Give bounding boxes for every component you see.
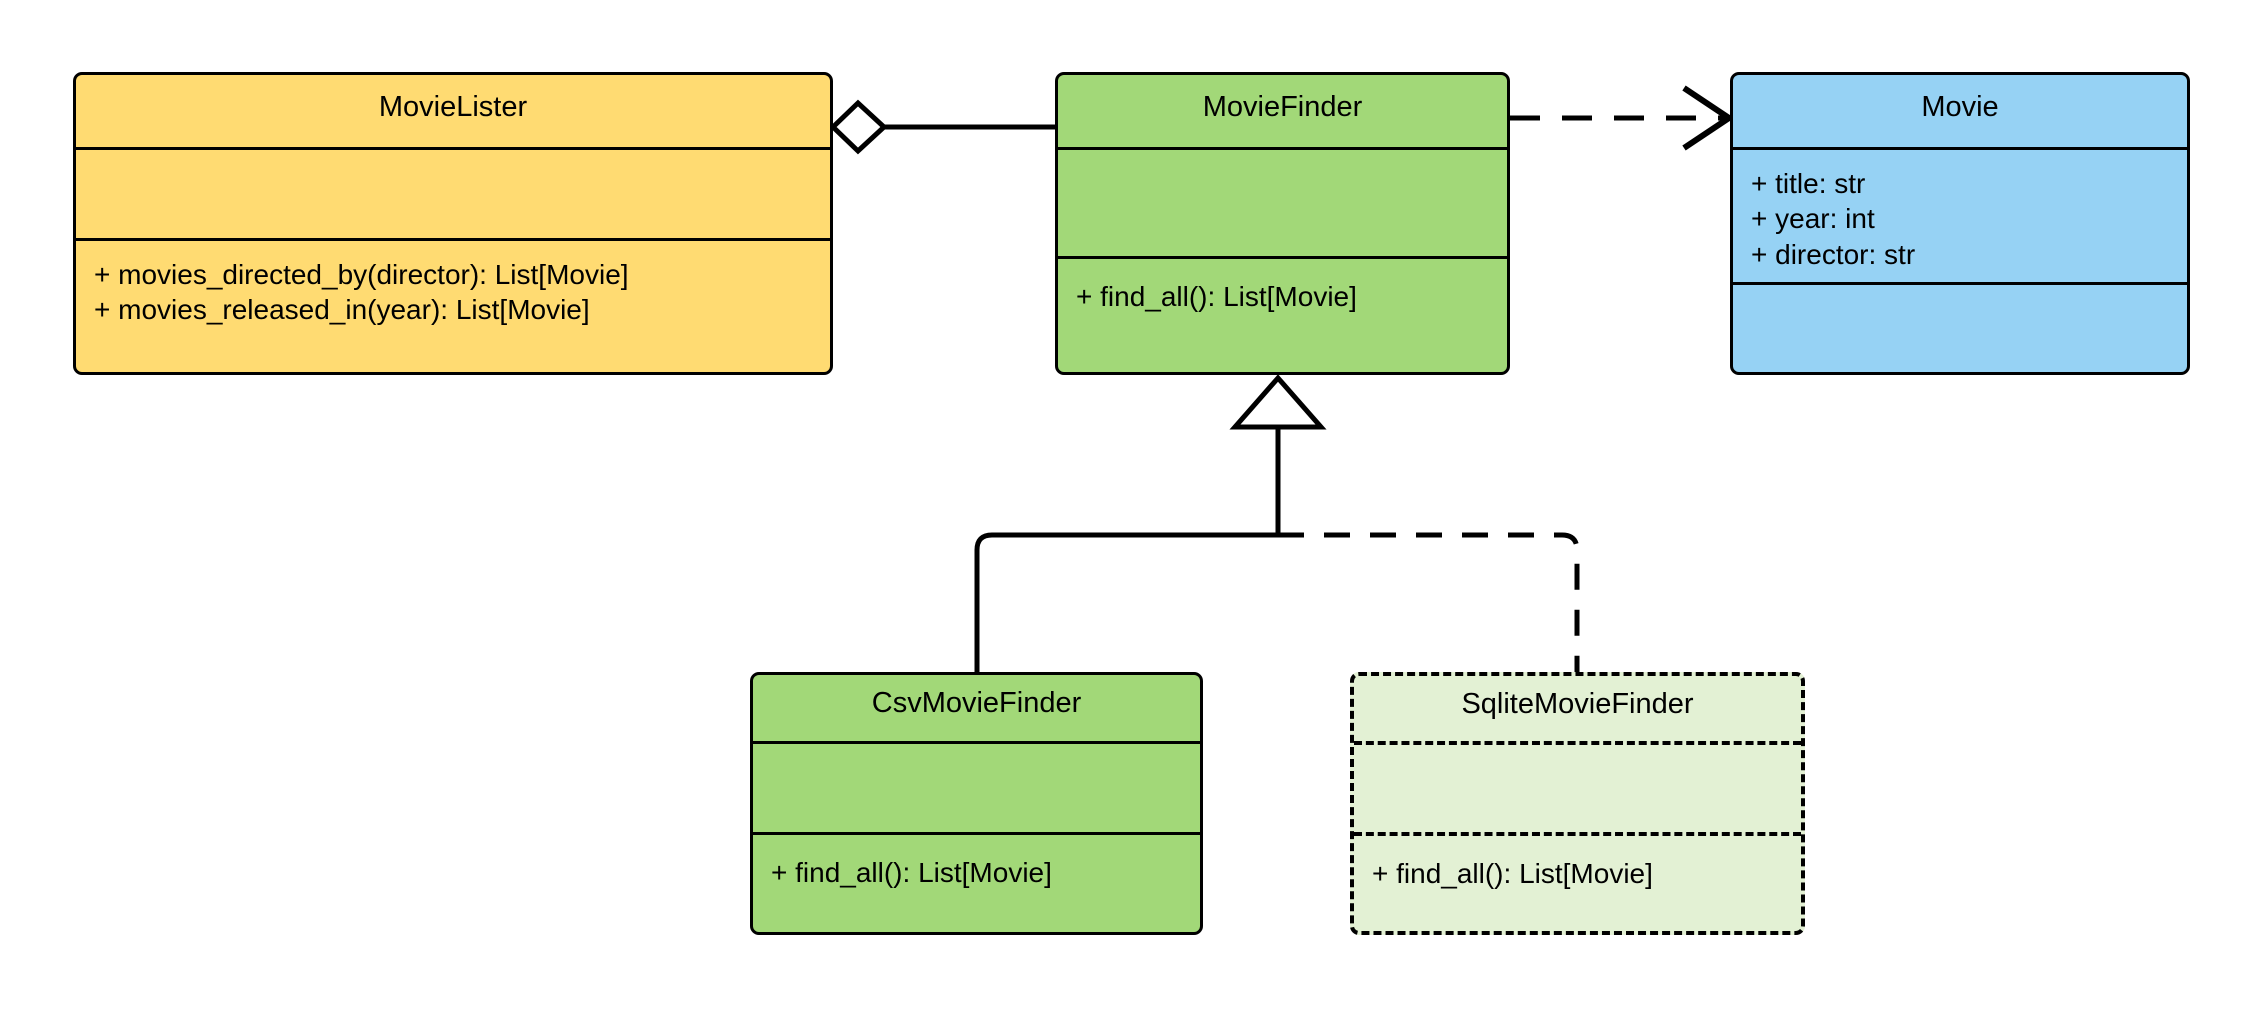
class-box-movie-lister[interactable]: MovieLister + movies_directed_by(directo… bbox=[73, 72, 833, 375]
class-box-movie[interactable]: Movie + title: str + year: int + directo… bbox=[1730, 72, 2190, 375]
method-item: + movies_released_in(year): List[Movie] bbox=[94, 294, 590, 326]
generalization-leg-sqlitemoviefinder bbox=[1278, 532, 1580, 672]
methods-compartment-movie bbox=[1733, 282, 2187, 372]
attribute-item: + director: str bbox=[1751, 238, 1916, 270]
class-box-sqlite-movie-finder[interactable]: SqliteMovieFinder + find_all(): List[Mov… bbox=[1350, 672, 1805, 935]
generalization-arrowhead-group bbox=[1229, 374, 1327, 535]
methods-compartment-movie-lister: + movies_directed_by(director): List[Mov… bbox=[76, 237, 830, 372]
class-name-sqlite-movie-finder: SqliteMovieFinder bbox=[1461, 688, 1694, 720]
aggregation-edge-movielister-moviefinder bbox=[829, 99, 1055, 155]
method-item: + find_all(): List[Movie] bbox=[1372, 857, 1653, 889]
class-name-movie: Movie bbox=[1921, 91, 1999, 123]
class-box-csv-movie-finder[interactable]: CsvMovieFinder + find_all(): List[Movie] bbox=[750, 672, 1203, 935]
attributes-compartment-csv-movie-finder bbox=[753, 740, 1200, 833]
methods-compartment-movie-finder: + find_all(): List[Movie] bbox=[1058, 256, 1507, 372]
hollow-triangle-icon bbox=[1229, 374, 1327, 430]
attributes-compartment-movie-lister bbox=[76, 146, 830, 238]
attribute-item: + year: int bbox=[1751, 203, 1875, 235]
method-item: + movies_directed_by(director): List[Mov… bbox=[94, 258, 629, 290]
methods-compartment-sqlite-movie-finder: + find_all(): List[Movie] bbox=[1354, 831, 1801, 931]
hollow-diamond-icon bbox=[829, 99, 888, 155]
class-name-csv-movie-finder: CsvMovieFinder bbox=[871, 687, 1082, 719]
class-name-movie-finder: MovieFinder bbox=[1202, 91, 1363, 123]
method-item: + find_all(): List[Movie] bbox=[771, 857, 1052, 889]
methods-compartment-csv-movie-finder: + find_all(): List[Movie] bbox=[753, 832, 1200, 932]
dependency-edge-moviefinder-movie bbox=[1510, 85, 1735, 151]
method-item: + find_all(): List[Movie] bbox=[1076, 281, 1357, 313]
attribute-item: + title: str bbox=[1751, 167, 1866, 199]
class-box-movie-finder[interactable]: MovieFinder + find_all(): List[Movie] bbox=[1055, 72, 1510, 375]
open-arrowhead-icon bbox=[1682, 85, 1735, 151]
generalization-leg-csvmoviefinder bbox=[974, 532, 1278, 672]
class-name-movie-lister: MovieLister bbox=[378, 91, 528, 123]
attributes-compartment-movie: + title: str + year: int + director: str bbox=[1733, 146, 2187, 282]
attributes-compartment-movie-finder bbox=[1058, 146, 1507, 256]
attributes-compartment-sqlite-movie-finder bbox=[1354, 741, 1801, 832]
